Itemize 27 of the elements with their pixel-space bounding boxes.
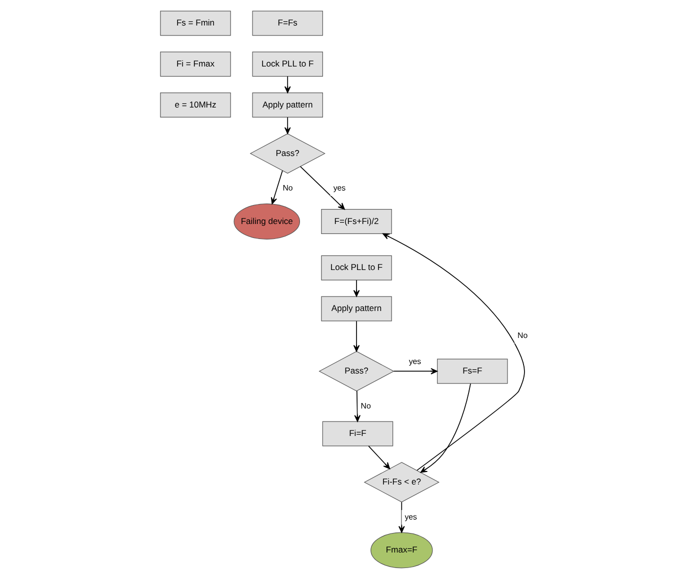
- arrow: [299, 166, 344, 210]
- node-ellipse: Fmax=F: [370, 532, 432, 568]
- node-box: F=Fs: [252, 10, 322, 36]
- arrow: [420, 383, 470, 473]
- arrow: [270, 170, 282, 204]
- node-box: F=(Fs+Fi)/2: [320, 209, 392, 234]
- node-box: Apply pattern: [320, 296, 392, 322]
- arrow: [354, 390, 360, 422]
- node-box: Fi=F: [322, 421, 393, 446]
- arrow: [368, 446, 390, 470]
- node-box: Lock PLL to F: [252, 52, 322, 77]
- arrow: [284, 76, 290, 94]
- arrow: [352, 280, 360, 297]
- arrow: [392, 368, 438, 374]
- node-box: e = 10MHz: [160, 92, 230, 118]
- node-box: Fi = Fmax: [160, 52, 230, 77]
- node-box: Lock PLL to F: [320, 255, 392, 280]
- node-diamond: Pass?: [318, 351, 394, 392]
- arrow: [352, 320, 360, 352]
- node-box: Fs=F: [436, 358, 508, 384]
- node-ellipse: Failing device: [233, 204, 300, 240]
- node-diamond: Pass?: [249, 133, 325, 174]
- arrow: [382, 233, 524, 471]
- node-box: Fs = Fmin: [160, 10, 230, 36]
- node-box: Apply pattern: [252, 92, 322, 118]
- arrow: [398, 502, 404, 533]
- arrow: [284, 116, 290, 134]
